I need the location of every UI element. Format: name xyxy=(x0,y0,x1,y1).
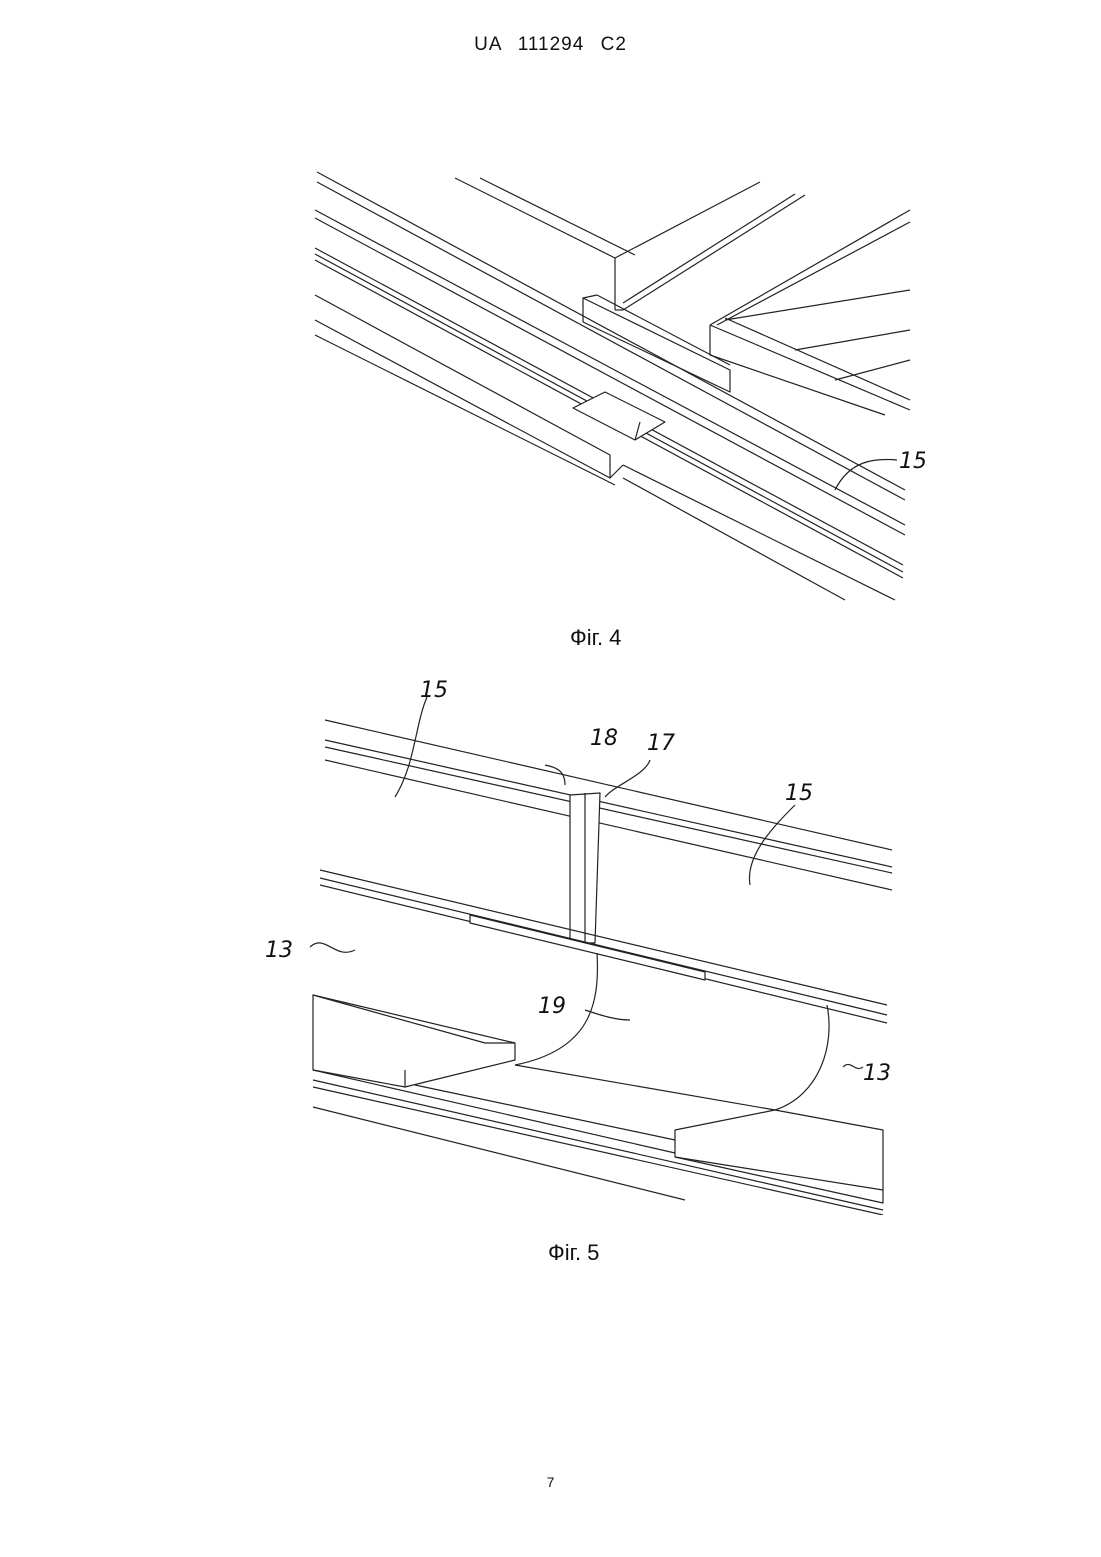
board-edge xyxy=(717,222,910,325)
board-edge xyxy=(623,465,895,600)
rail-edge xyxy=(313,1070,675,1153)
label-17-leader xyxy=(605,760,650,797)
label-13-left-leader xyxy=(310,943,355,952)
label-19-leader xyxy=(585,1010,630,1020)
label-17: 17 xyxy=(647,731,675,756)
rail-edge xyxy=(320,870,887,1005)
board-edge xyxy=(315,295,610,478)
rail-edge xyxy=(315,218,905,535)
board-edge xyxy=(835,360,910,380)
board-edge xyxy=(315,335,615,485)
board-edge xyxy=(795,330,910,350)
label-15-left: 15 xyxy=(420,678,448,703)
joint-piece-edge xyxy=(583,295,597,298)
board-edge xyxy=(710,210,910,325)
label-18-leader xyxy=(545,765,565,785)
board-edge xyxy=(480,178,635,255)
label-19: 19 xyxy=(538,994,566,1019)
document-header: UA 111294 C2 xyxy=(0,34,1101,56)
beam-edge xyxy=(325,760,892,890)
label-15-right-leader xyxy=(749,805,795,885)
label-13-left: 13 xyxy=(265,938,293,963)
label-18: 18 xyxy=(590,726,618,751)
lower-board-left xyxy=(313,995,515,1087)
lower-board-right xyxy=(675,1110,883,1203)
figure-5-caption: Фіг. 5 xyxy=(548,1240,599,1266)
page-number: 7 xyxy=(0,1474,1101,1490)
board-edge xyxy=(615,182,760,258)
board-edge xyxy=(725,318,910,400)
label-15-leader xyxy=(835,459,897,490)
beam-edge xyxy=(325,747,892,873)
joint-piece xyxy=(583,298,730,392)
membrane-curve xyxy=(775,1005,829,1110)
board-edge xyxy=(610,465,623,478)
board-edge xyxy=(515,1065,775,1110)
figure-5-drawing: 15 18 17 15 13 19 13 xyxy=(255,675,900,1215)
board-edge xyxy=(725,290,910,320)
label-13-right-leader xyxy=(843,1064,863,1068)
rail-edge xyxy=(313,1107,685,1200)
rail-edge xyxy=(320,878,887,1015)
label-13-right: 13 xyxy=(863,1061,891,1086)
rail-edge xyxy=(317,172,905,490)
rail-edge xyxy=(317,182,905,500)
figure-4-caption: Фіг. 4 xyxy=(570,625,621,651)
board-edge xyxy=(623,194,795,303)
label-15: 15 xyxy=(899,449,925,474)
label-15-right: 15 xyxy=(785,781,813,806)
figure-4-drawing: 15 xyxy=(305,160,925,605)
board-edge xyxy=(623,478,845,600)
